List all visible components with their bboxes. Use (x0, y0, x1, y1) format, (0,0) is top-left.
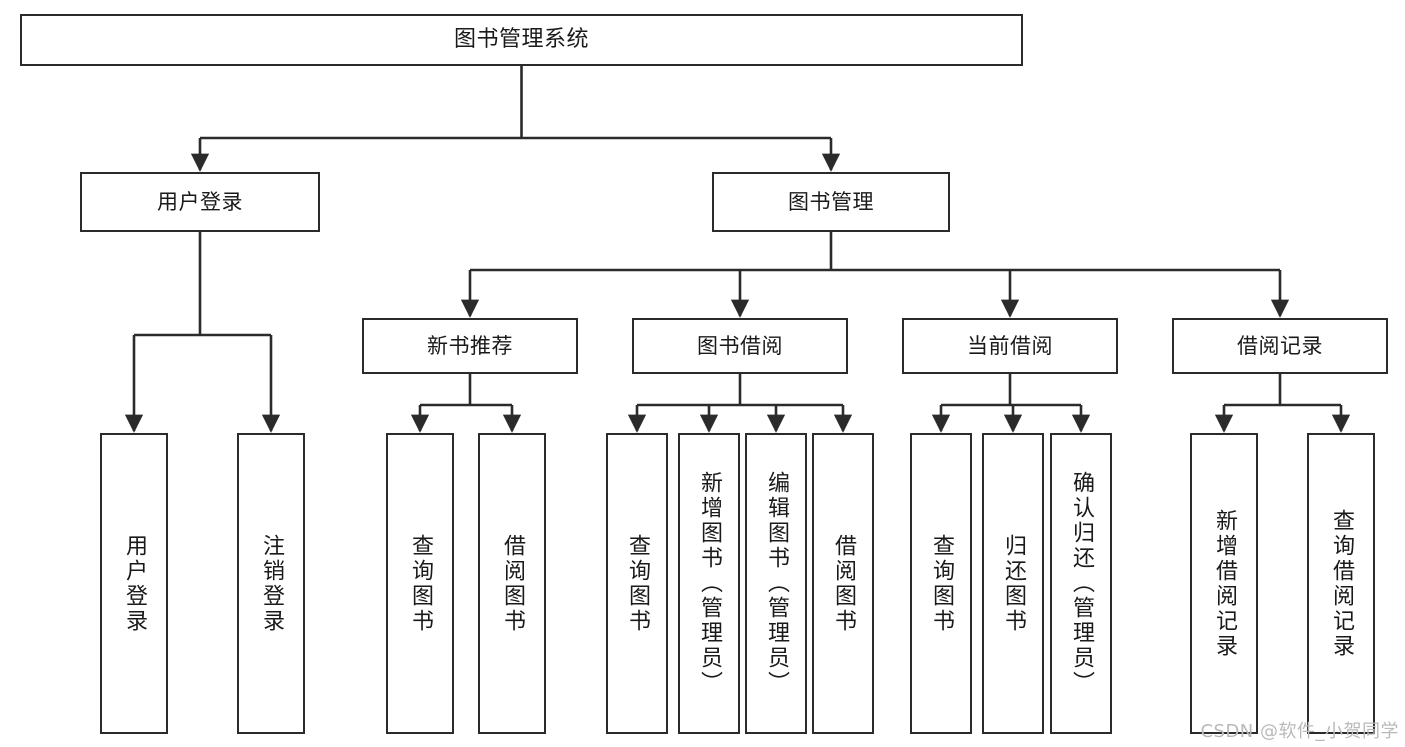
node-leaf-bb-edit[interactable]: 编辑图书（管理员） (745, 433, 807, 734)
node-leaf-bb-query[interactable]: 查询图书 (606, 433, 668, 734)
node-label: 查询借阅记录 (1329, 508, 1354, 659)
node-current-borrow[interactable]: 当前借阅 (902, 318, 1118, 374)
node-leaf-user-login[interactable]: 用户登录 (100, 433, 168, 734)
node-label: 图书管理系统 (453, 27, 589, 53)
node-book-manage[interactable]: 图书管理 (712, 172, 950, 232)
node-leaf-rec-borrow[interactable]: 借阅图书 (478, 433, 546, 734)
node-label: 编辑图书（管理员） (764, 471, 789, 696)
node-label: 借阅记录 (1237, 333, 1323, 358)
node-label: 新增图书（管理员） (697, 471, 722, 696)
node-borrow-record[interactable]: 借阅记录 (1172, 318, 1388, 374)
node-leaf-cb-return[interactable]: 归还图书 (982, 433, 1044, 734)
node-root[interactable]: 图书管理系统 (20, 14, 1023, 66)
node-label: 确认归还（管理员） (1069, 471, 1094, 696)
node-label: 用户登录 (157, 189, 243, 214)
node-new-book-rec[interactable]: 新书推荐 (362, 318, 578, 374)
node-leaf-user-logout[interactable]: 注销登录 (237, 433, 305, 734)
node-label: 用户登录 (122, 533, 147, 634)
node-leaf-cb-query[interactable]: 查询图书 (910, 433, 972, 734)
node-label: 新书推荐 (427, 333, 513, 358)
node-leaf-br-query[interactable]: 查询借阅记录 (1307, 433, 1375, 734)
node-leaf-bb-borrow[interactable]: 借阅图书 (812, 433, 874, 734)
node-label: 注销登录 (259, 533, 284, 634)
node-label: 查询图书 (408, 533, 433, 634)
node-label: 归还图书 (1001, 533, 1026, 634)
node-leaf-br-add[interactable]: 新增借阅记录 (1190, 433, 1258, 734)
node-label: 查询图书 (625, 533, 650, 634)
node-label: 查询图书 (929, 533, 954, 634)
node-label: 当前借阅 (967, 333, 1053, 358)
node-leaf-cb-confirm[interactable]: 确认归还（管理员） (1050, 433, 1112, 734)
node-label: 借阅图书 (831, 533, 856, 634)
node-user-login[interactable]: 用户登录 (80, 172, 320, 232)
node-label: 图书管理 (788, 189, 874, 214)
node-book-borrow[interactable]: 图书借阅 (632, 318, 848, 374)
node-leaf-rec-query[interactable]: 查询图书 (386, 433, 454, 734)
node-label: 图书借阅 (697, 333, 783, 358)
node-leaf-bb-add[interactable]: 新增图书（管理员） (678, 433, 740, 734)
node-label: 借阅图书 (500, 533, 525, 634)
node-label: 新增借阅记录 (1212, 508, 1237, 659)
